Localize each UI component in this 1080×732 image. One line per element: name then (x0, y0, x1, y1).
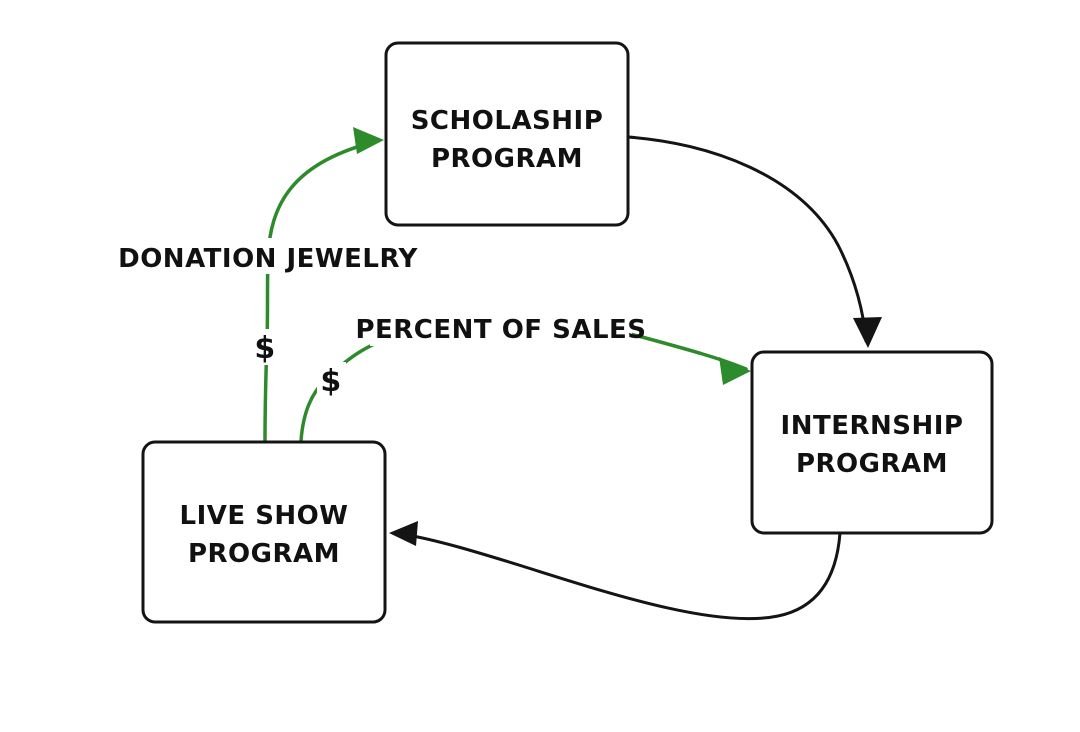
node-internship-label-line1: INTERNSHIP (781, 411, 964, 441)
edge-liveshow-to-internship-arrowhead-icon (719, 357, 751, 385)
node-liveshow-label-line1: LIVE SHOW (180, 501, 349, 531)
edge-liveshow-to-scholarship (263, 127, 384, 443)
node-internship: INTERNSHIP PROGRAM (750, 350, 994, 535)
node-liveshow: LIVE SHOW PROGRAM (141, 440, 387, 624)
edge-liveshow-to-scholarship-arrowhead-icon (353, 127, 384, 154)
edge-scholarship-to-internship-arrowhead-icon (853, 317, 882, 348)
donation-label-backdrop (122, 238, 416, 274)
percent-dollar-backdrop (317, 362, 346, 398)
edge-label-percent-dollar: $ (320, 364, 341, 399)
edge-internship-to-liveshow (389, 521, 842, 621)
edge-liveshow-to-scholarship-line (263, 139, 380, 443)
node-internship-label-line2: PROGRAM (796, 449, 948, 479)
node-scholarship-box (384, 41, 630, 227)
node-scholarship: SCHOLASHIP PROGRAM (384, 41, 630, 227)
node-liveshow-label-line2: PROGRAM (188, 539, 340, 569)
node-internship-box (750, 350, 994, 535)
donation-dollar-backdrop (251, 329, 280, 365)
node-liveshow-box (141, 440, 387, 624)
edge-label-donation-jewelry: DONATION JEWELRY (118, 244, 418, 274)
node-scholarship-label-line2: PROGRAM (431, 144, 583, 174)
percent-label-backdrop (370, 314, 632, 346)
node-scholarship-label-line1: SCHOLASHIP (411, 106, 604, 136)
edge-label-percent-of-sales: PERCENT OF SALES (355, 315, 646, 345)
edge-scholarship-to-internship (626, 135, 882, 348)
edge-label-donation-dollar: $ (254, 331, 275, 366)
edge-internship-to-liveshow-arrowhead-icon (389, 521, 418, 546)
edge-internship-to-liveshow-line (400, 531, 842, 621)
edge-scholarship-to-internship-line (626, 135, 868, 343)
